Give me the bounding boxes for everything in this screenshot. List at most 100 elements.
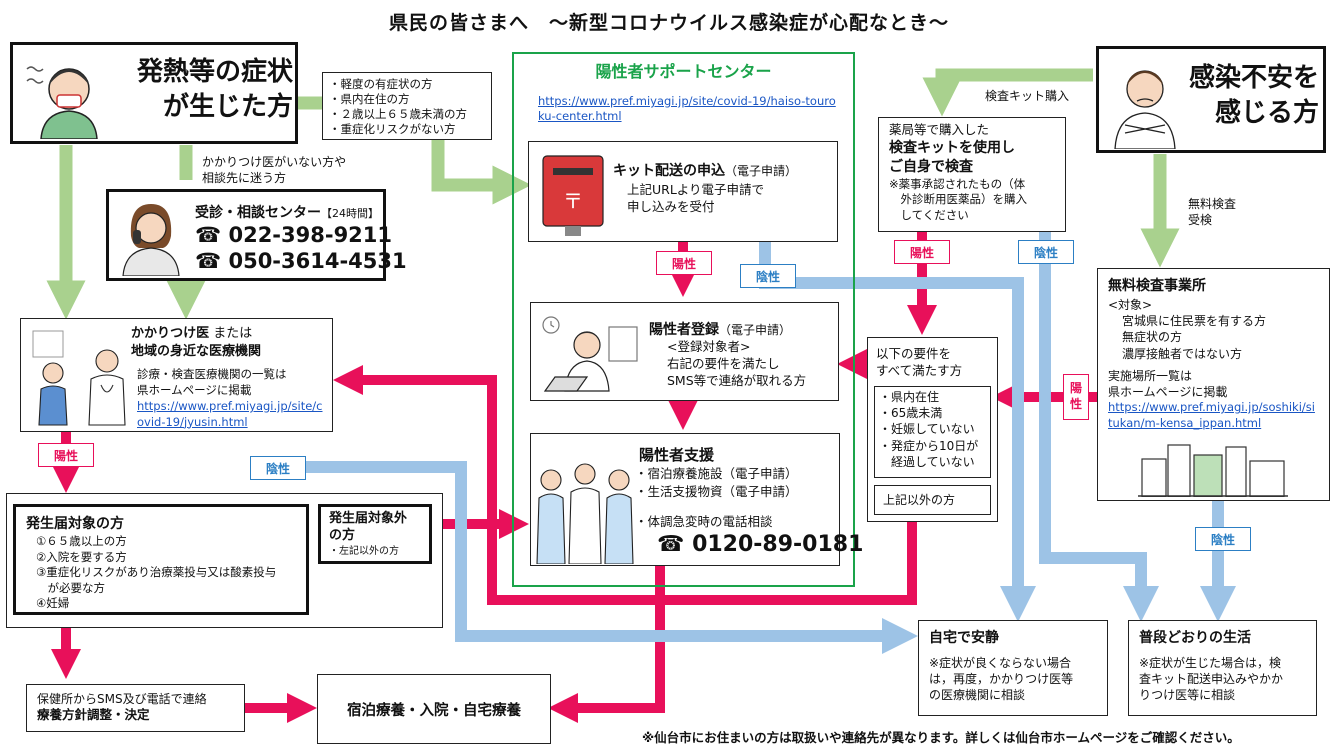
self-test-line2: 検査キットを使用し ご自身で検査 xyxy=(889,139,1015,175)
normal-life-box: 普段どおりの生活 ※症状が生じた場合は，検 査キット配送申込みやかか りつけ医等… xyxy=(1128,620,1317,716)
notify-target-item: ①６５歳以上の方 xyxy=(36,534,127,548)
free-test-target: 濃厚接触者ではない方 xyxy=(1122,346,1243,361)
register-box: 陽性者登録（電子申請） <登録対象者> 右記の要件を満たし SMS等で連絡が取れ… xyxy=(530,302,839,401)
negative-badge: 陰性 xyxy=(250,456,306,480)
normal-life-title: 普段どおりの生活 xyxy=(1139,630,1251,646)
health-center-box: 保健所からSMS及び電話で連絡 療養方針調整・決定 xyxy=(26,684,245,732)
positive-badge: 陽 性 xyxy=(1063,374,1089,420)
arrow-selftest-negative xyxy=(1039,232,1159,622)
free-test-target: 宮城県に住民票を有する方 xyxy=(1122,314,1267,329)
phone-icon: ☎ xyxy=(657,532,693,557)
consult-name: 受診・相談センター xyxy=(195,205,321,221)
page-title: 県民の皆さまへ ～新型コロナウイルス感染症が心配なとき～ xyxy=(388,12,949,34)
negative-badge: 陰性 xyxy=(1018,240,1074,264)
symptom-title: 発熱等の症状 が生じた方 xyxy=(136,57,293,123)
symptom-box: 発熱等の症状 が生じた方 xyxy=(10,42,298,144)
operator-icon xyxy=(113,196,189,276)
clinic-url[interactable]: https://www.pref.miyagi.jp/site/covid-19… xyxy=(137,399,323,429)
health-center-line2: 療養方針調整・決定 xyxy=(37,707,150,723)
consult-hours: 【24時間】 xyxy=(321,207,379,220)
notify-other-title: 発生届対象外 の方 xyxy=(329,511,408,543)
requirement-item: ・妊娠していない xyxy=(879,422,975,437)
anxiety-title: 感染不安を 感じる方 xyxy=(1189,63,1320,129)
support-center-url[interactable]: https://www.pref.miyagi.jp/site/covid-19… xyxy=(538,94,836,123)
criteria-item: ・２歳以上６５歳未満の方 xyxy=(329,106,467,121)
requirements-list: ・県内在住 ・65歳未満 ・妊娠していない ・発症から10日が 経過していない xyxy=(874,386,991,478)
home-rest-title: 自宅で安静 xyxy=(929,630,999,646)
notify-target-title: 発生届対象の方 xyxy=(26,516,124,532)
treatment-label: 宿泊療養・入院・自宅療養 xyxy=(347,702,521,719)
arrow-anxiety-to-selftest xyxy=(922,68,1093,117)
sick-person-icon xyxy=(21,51,113,139)
notify-other-sub: ・左記以外の方 xyxy=(329,545,399,557)
phone-icon: ☎ xyxy=(195,223,229,247)
support-phone-note: ・体調急変時の電話相談 xyxy=(635,514,773,529)
free-test-box: 無料検査事業所 <対象> 宮城県に住民票を有する方 無症状の方 濃厚接触者ではな… xyxy=(1097,268,1330,501)
notify-target-item: ②入院を要する方 xyxy=(36,549,127,564)
notify-target-item: ④妊婦 xyxy=(36,596,70,611)
consult-center-box: 受診・相談センター【24時間】 ☎ 022-398-9211 ☎ 050-361… xyxy=(106,189,407,281)
requirements-other: 上記以外の方 xyxy=(874,485,991,515)
notify-target-item: ③重症化リスクがあり治療薬投与又は酸素投与 が必要な方 xyxy=(36,565,277,595)
consult-phone-1: ☎ 022-398-9211 xyxy=(195,223,393,247)
kit-apply-box: 〒 キット配送の申込（電子申請） 上記URLより電子申請で 申し込みを受付 xyxy=(528,141,838,242)
normal-life-note: ※症状が生じた場合は，検 査キット配送申込みやかか りつけ医等に相談 xyxy=(1139,656,1284,703)
support-phone: ☎ 0120-89-0181 xyxy=(657,532,864,557)
free-test-label: 無料検査 受検 xyxy=(1188,197,1237,228)
requirement-item: ・発症から10日が 経過していない xyxy=(879,438,979,469)
worried-person-icon xyxy=(1107,55,1183,149)
register-title-row: 陽性者登録（電子申請） xyxy=(649,322,792,338)
requirement-item: ・県内在住 xyxy=(879,390,940,404)
kit-desc: 上記URLより電子申請で 申し込みを受付 xyxy=(627,182,765,214)
no-doctor-note: かかりつけ医がいない方や 相談先に迷う方 xyxy=(202,155,347,186)
self-test-line1: 薬局等で購入した xyxy=(889,122,990,137)
support-item: ・生活支援物資（電子申請） xyxy=(635,484,798,499)
laptop-person-icon xyxy=(537,311,641,395)
arrow-req-to-clinic xyxy=(333,365,917,605)
support-box: 陽性者支援 ・宿泊療養施設（電子申請） ・生活支援物資（電子申請） ・体調急変時… xyxy=(530,433,863,566)
home-rest-box: 自宅で安静 ※症状が良くならない場合 は，再度，かかりつけ医等 の医療機関に相談 xyxy=(918,620,1108,716)
medical-staff-icon xyxy=(533,460,637,564)
support-item: ・宿泊療養施設（電子申請） xyxy=(635,466,798,481)
self-test-box: 薬局等で購入した 検査キットを使用し ご自身で検査 ※薬事承認されたもの（体 外… xyxy=(878,117,1066,232)
arrow-kit-negative xyxy=(759,242,1036,622)
self-test-note: ※薬事承認されたもの（体 外診断用医薬品）を購入 してください xyxy=(889,176,1027,222)
clinic-box: かかりつけ医 または 地域の身近な医療機関 診療・検査医療機関の一覧は 県ホーム… xyxy=(20,318,333,432)
criteria-item: ・県内在住の方 xyxy=(329,91,410,106)
doctor-patient-icon xyxy=(27,325,135,429)
clinic-note: 診療・検査医療機関の一覧は 県ホームページに掲載 xyxy=(137,367,287,397)
positive-badge: 陽性 xyxy=(38,443,94,467)
criteria-item: ・重症化リスクがない方 xyxy=(329,121,456,136)
register-desc: <登録対象者> 右記の要件を満たし SMS等で連絡が取れる方 xyxy=(667,339,807,388)
arrow-criteria-to-kit xyxy=(431,140,532,205)
phone-icon: ☎ xyxy=(195,249,229,273)
requirement-item: ・65歳未満 xyxy=(879,406,943,421)
notify-target-box: 発生届対象の方 ①６５歳以上の方 ②入院を要する方 ③重症化リスクがあり治療薬投… xyxy=(13,504,309,615)
notify-other-box: 発生届対象外 の方 ・左記以外の方 xyxy=(318,504,432,564)
arrow-support-to-treatment xyxy=(548,566,665,723)
kit-title-row: キット配送の申込（電子申請） xyxy=(613,163,798,179)
arrow-clinic-negative xyxy=(306,461,918,654)
requirements-title: 以下の要件を すべて満たす方 xyxy=(876,346,963,378)
consult-title-row: 受診・相談センター【24時間】 xyxy=(195,202,379,222)
support-title: 陽性者支援 xyxy=(639,446,715,464)
free-test-target-label: <対象> xyxy=(1108,298,1153,312)
buildings-icon xyxy=(1138,441,1288,497)
support-center-title: 陽性者サポートセンター xyxy=(595,62,772,81)
svg-text:〒: 〒 xyxy=(563,189,583,213)
free-test-target: 無症状の方 xyxy=(1122,330,1183,345)
symptom-criteria-box: ・軽度の有症状の方 ・県内在住の方 ・２歳以上６５歳未満の方 ・重症化リスクがな… xyxy=(322,72,492,140)
anxiety-box: 感染不安を 感じる方 xyxy=(1096,46,1326,153)
support-center-frame xyxy=(512,52,855,587)
free-test-list-note: 実施場所一覧は 県ホームページに掲載 xyxy=(1108,368,1228,399)
free-test-url[interactable]: https://www.pref.miyagi.jp/soshiki/situk… xyxy=(1108,400,1315,430)
consult-phone-2: ☎ 050-3614-4531 xyxy=(195,249,407,273)
positive-badge: 陽性 xyxy=(656,251,712,275)
health-center-line1: 保健所からSMS及び電話で連絡 xyxy=(37,692,207,706)
clinic-title-row: かかりつけ医 または 地域の身近な医療機関 xyxy=(131,326,262,360)
criteria-item: ・軽度の有症状の方 xyxy=(329,77,433,91)
kit-purchase-label: 検査キット購入 xyxy=(985,89,1070,103)
footer-note: ※仙台市にお住まいの方は取扱いや連絡先が異なります。詳しくは仙台市ホームページを… xyxy=(642,730,1240,745)
home-rest-note: ※症状が良くならない場合 は，再度，かかりつけ医等 の医療機関に相談 xyxy=(929,656,1074,703)
treatment-box: 宿泊療養・入院・自宅療養 xyxy=(317,674,551,744)
